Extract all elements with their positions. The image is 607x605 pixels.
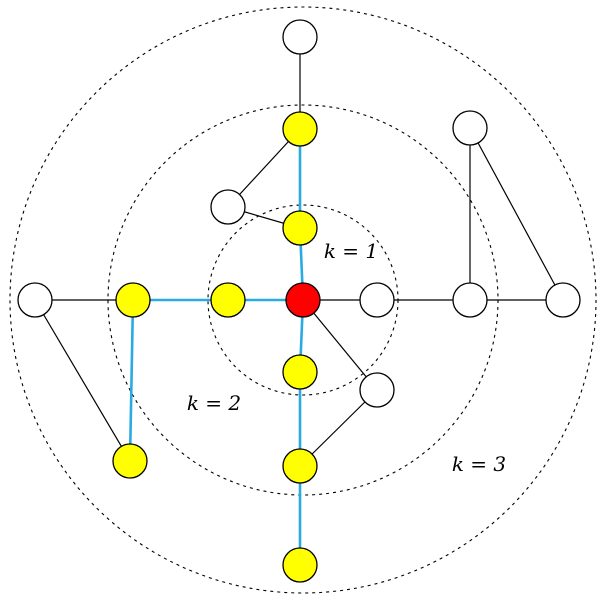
node-upper-left-plain	[210, 189, 246, 225]
node-right-hop2-plain	[452, 282, 488, 318]
edge-upper-left-plain--top-hop2	[227, 128, 301, 208]
ring-label-k1: k = 1	[324, 239, 378, 263]
edge-lower-right-plain--bottom-hop2	[299, 389, 378, 467]
node-top-hop2	[282, 111, 318, 147]
edge-upper-right-plain--right-outer	[469, 127, 564, 301]
node-right-hop1-plain	[359, 282, 395, 318]
node-lower-left-hop3	[112, 443, 148, 479]
node-top-outer	[282, 19, 318, 55]
node-lower-right-plain	[359, 372, 395, 408]
node-bottom-hop2	[282, 448, 318, 484]
node-upper-right-plain	[452, 110, 488, 146]
node-left-hop2	[115, 282, 151, 318]
ring-label-k2: k = 2	[187, 391, 241, 415]
node-bottom-hop1	[282, 354, 318, 390]
edge-center--lower-right-plain	[302, 299, 378, 391]
edge-left-outer--lower-left-hop3	[34, 299, 131, 462]
hop-ring-k3	[9, 6, 597, 594]
ring-label-k3: k = 3	[452, 452, 506, 476]
node-top-hop1	[282, 210, 318, 246]
traversal-edge-left-hop2--lower-left-hop3	[128, 299, 135, 462]
node-right-outer	[545, 282, 581, 318]
node-center	[285, 282, 321, 318]
node-left-hop1	[210, 282, 246, 318]
node-bottom-hop3	[282, 547, 318, 583]
node-left-outer	[17, 282, 53, 318]
